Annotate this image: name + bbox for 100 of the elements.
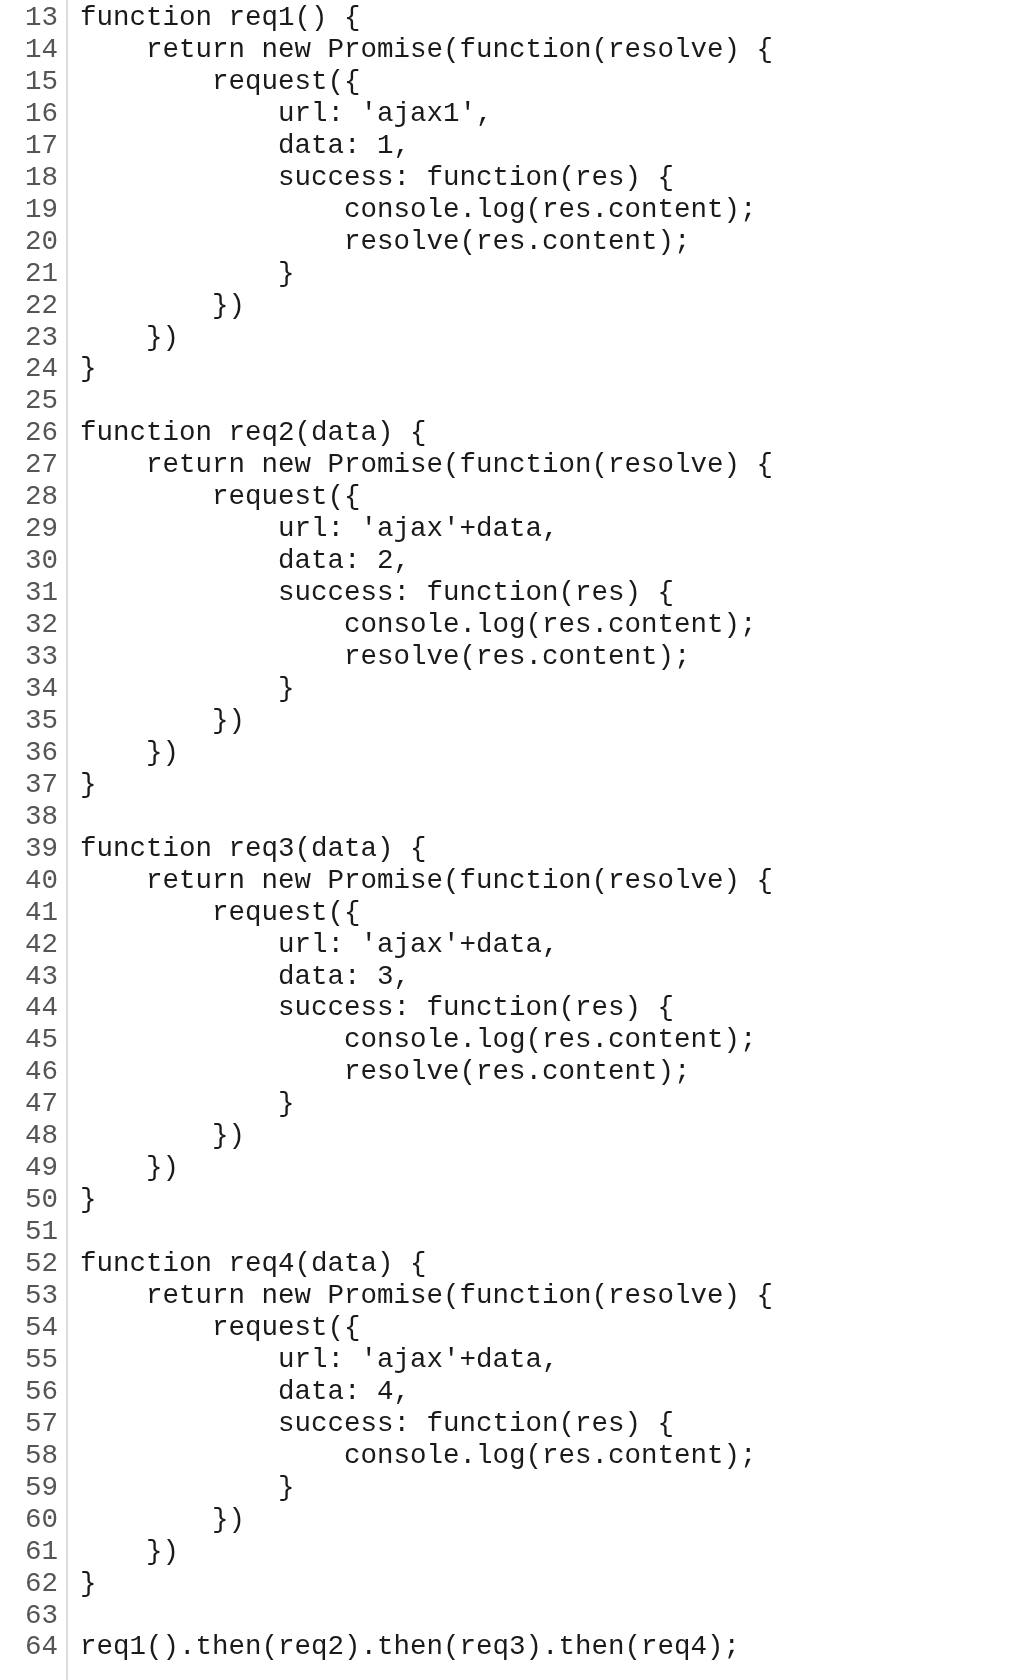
code-line: request({ — [211, 896, 361, 929]
code-line: }) — [145, 736, 180, 769]
line-number: 63 — [24, 1599, 58, 1632]
code-line: request({ — [211, 1311, 361, 1344]
code-line: data: 3, — [277, 960, 411, 993]
line-number: 51 — [24, 1216, 58, 1249]
line-number: 19 — [24, 193, 58, 226]
code-line: success: function(res) { — [277, 161, 675, 194]
line-number: 35 — [24, 704, 58, 737]
code-line: data: 4, — [277, 1375, 411, 1408]
code-line: function req2(data) { — [80, 417, 427, 450]
line-number: 46 — [24, 1056, 58, 1089]
line-number: 52 — [24, 1248, 58, 1281]
code-line: return new Promise(function(resolve) { — [145, 1280, 774, 1312]
code-line: }) — [211, 704, 246, 737]
code-line: url: 'ajax'+data, — [277, 928, 559, 961]
line-number: 23 — [24, 321, 58, 354]
code-line: } — [80, 1567, 97, 1600]
line-number: 29 — [24, 513, 58, 546]
line-number: 38 — [24, 800, 58, 833]
line-number: 41 — [24, 896, 58, 929]
line-number: 14 — [24, 33, 58, 66]
code-line: return new Promise(function(resolve) { — [145, 33, 774, 66]
code-line: } — [277, 257, 295, 290]
code-line: success: function(res) { — [277, 577, 675, 610]
code-line: data: 1, — [277, 129, 411, 162]
code-line: } — [80, 353, 97, 386]
line-number: 30 — [24, 545, 58, 578]
line-number: 34 — [24, 672, 58, 705]
line-number: 57 — [24, 1407, 58, 1440]
line-number: 61 — [24, 1535, 58, 1568]
line-number: 25 — [24, 385, 58, 418]
line-number: 54 — [24, 1311, 58, 1344]
code-line: }) — [211, 1503, 246, 1536]
code-line: url: 'ajax'+data, — [277, 513, 559, 546]
code-line: function req3(data) { — [80, 832, 427, 865]
code-line: function req1() { — [80, 2, 361, 34]
code-line: console.log(res.content); — [343, 609, 757, 642]
line-number: 16 — [24, 97, 58, 130]
line-number: 59 — [24, 1471, 58, 1504]
line-number: 13 — [24, 2, 58, 34]
line-number: 18 — [24, 161, 58, 194]
line-number: 55 — [24, 1343, 58, 1376]
line-number: 53 — [24, 1280, 58, 1312]
code-line: }) — [145, 321, 180, 354]
code-line: resolve(res.content); — [343, 225, 691, 258]
code-line: return new Promise(function(resolve) { — [145, 864, 774, 897]
line-number: 21 — [24, 257, 58, 290]
code-line: } — [277, 1088, 295, 1121]
line-number: 32 — [24, 609, 58, 642]
code-line: }) — [211, 1120, 246, 1153]
line-number: 43 — [24, 960, 58, 993]
line-number: 20 — [24, 225, 58, 258]
line-number: 48 — [24, 1120, 58, 1153]
code-line: request({ — [211, 481, 361, 514]
code-line: }) — [145, 1152, 180, 1185]
line-number: 50 — [24, 1184, 58, 1217]
line-number: 36 — [24, 736, 58, 769]
code-line: }) — [211, 289, 246, 322]
code-line: console.log(res.content); — [343, 1439, 757, 1472]
code-line: resolve(res.content); — [343, 641, 691, 673]
line-number: 58 — [24, 1439, 58, 1472]
code-line: function req4(data) { — [80, 1248, 427, 1281]
line-number: 33 — [24, 641, 58, 673]
code-line: }) — [145, 1535, 180, 1568]
code-line: resolve(res.content); — [343, 1056, 691, 1089]
line-number: 22 — [24, 289, 58, 322]
code-line: } — [80, 768, 97, 801]
line-number: 27 — [24, 449, 58, 482]
line-number: 31 — [24, 577, 58, 610]
code-line: } — [277, 672, 295, 705]
line-number: 17 — [24, 129, 58, 162]
line-number: 49 — [24, 1152, 58, 1185]
code-line: console.log(res.content); — [343, 193, 757, 226]
line-number: 60 — [24, 1503, 58, 1536]
code-line: console.log(res.content); — [343, 1024, 757, 1057]
code-line: success: function(res) { — [277, 1407, 675, 1440]
code-line: } — [277, 1471, 295, 1504]
line-number: 42 — [24, 928, 58, 961]
line-number: 56 — [24, 1375, 58, 1408]
line-number: 39 — [24, 832, 58, 865]
line-number: 26 — [24, 417, 58, 450]
code-line: return new Promise(function(resolve) { — [145, 449, 774, 482]
line-number: 44 — [24, 992, 58, 1025]
code-line: success: function(res) { — [277, 992, 675, 1025]
code-line: request({ — [211, 65, 361, 98]
code-line: url: 'ajax'+data, — [277, 1343, 559, 1376]
code-line: data: 2, — [277, 545, 411, 578]
line-number: 40 — [24, 864, 58, 897]
line-number: 47 — [24, 1088, 58, 1121]
code-line: url: 'ajax1', — [277, 97, 493, 130]
line-number: 64 — [24, 1631, 58, 1664]
line-number: 62 — [24, 1567, 58, 1600]
line-number: 24 — [24, 353, 58, 386]
line-number: 37 — [24, 768, 58, 801]
line-number: 15 — [24, 65, 58, 98]
line-number: 45 — [24, 1024, 58, 1057]
line-number: 28 — [24, 481, 58, 514]
code-line: req1().then(req2).then(req3).then(req4); — [80, 1631, 741, 1664]
code-line: } — [80, 1184, 97, 1217]
